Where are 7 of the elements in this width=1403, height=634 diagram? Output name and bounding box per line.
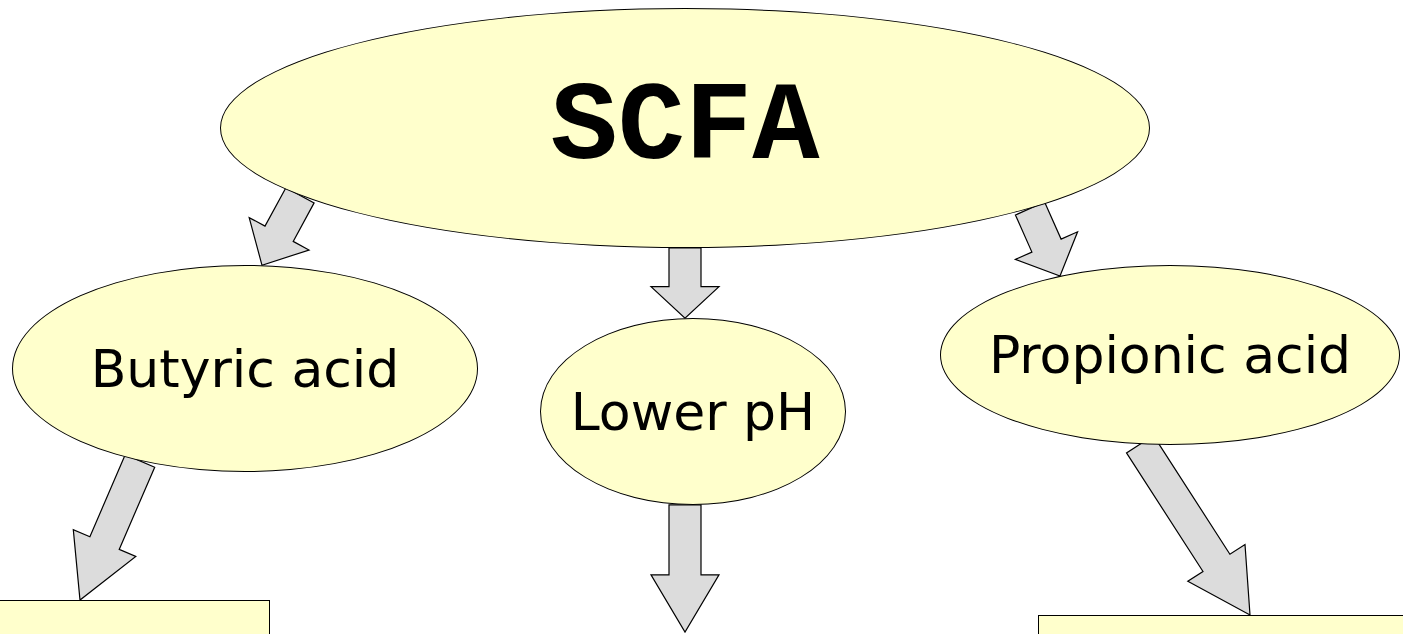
node-label: Lower pH	[570, 381, 816, 442]
block-arrow	[1013, 201, 1079, 277]
title-label: SCFA	[550, 64, 820, 192]
block-arrow	[649, 247, 721, 319]
node-label: Butyric acid	[90, 338, 400, 399]
block-arrow	[649, 504, 721, 634]
node-label: Propionic acid	[988, 325, 1352, 385]
